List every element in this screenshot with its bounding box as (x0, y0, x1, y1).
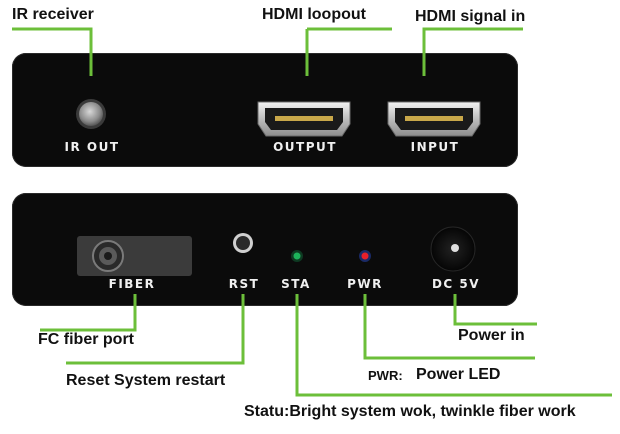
leader-hdmi-signal-in (422, 27, 523, 76)
callout-power-in: Power in (458, 327, 525, 344)
hdmi-output-port-icon[interactable] (257, 101, 351, 137)
port-label-input: INPUT (410, 140, 460, 154)
port-label-pwr: PWR (347, 277, 383, 291)
hdmi-input-port-icon[interactable] (387, 101, 481, 137)
callout-fc-fiber-port: FC fiber port (38, 331, 134, 348)
callout-pwr-prefix: PWR: (368, 368, 403, 383)
leader-ir-receiver (12, 27, 93, 76)
leader-reset (66, 294, 245, 365)
port-label-sta: STA (281, 277, 311, 291)
callout-reset: Reset System restart (66, 372, 226, 389)
reset-button-icon[interactable] (233, 233, 253, 253)
power-led-icon (359, 250, 371, 262)
port-label-ir-out: IR OUT (64, 140, 120, 154)
leader-lines (12, 27, 612, 397)
leader-status (295, 294, 612, 397)
ir-jack-icon[interactable] (76, 99, 106, 129)
port-label-rst: RST (228, 277, 260, 291)
callout-status: Statu:Bright system wok, twinkle fiber w… (244, 403, 576, 420)
port-label-output: OUTPUT (273, 140, 337, 154)
dc-jack-icon[interactable] (430, 226, 476, 272)
port-label-fiber: FIBER (108, 277, 156, 291)
callout-hdmi-loopout: HDMI loopout (262, 6, 366, 23)
leader-power-in (453, 294, 537, 326)
callout-hdmi-signal-in: HDMI signal in (415, 8, 526, 25)
port-label-dc-5v: DC 5V (431, 277, 481, 291)
callout-ir-receiver: IR receiver (12, 6, 94, 23)
fc-fiber-port-icon[interactable] (77, 236, 192, 276)
callout-power-led: Power LED (416, 366, 501, 383)
status-led-icon (291, 250, 303, 262)
leader-fc-fiber (40, 294, 137, 332)
leader-power-led (363, 294, 535, 360)
